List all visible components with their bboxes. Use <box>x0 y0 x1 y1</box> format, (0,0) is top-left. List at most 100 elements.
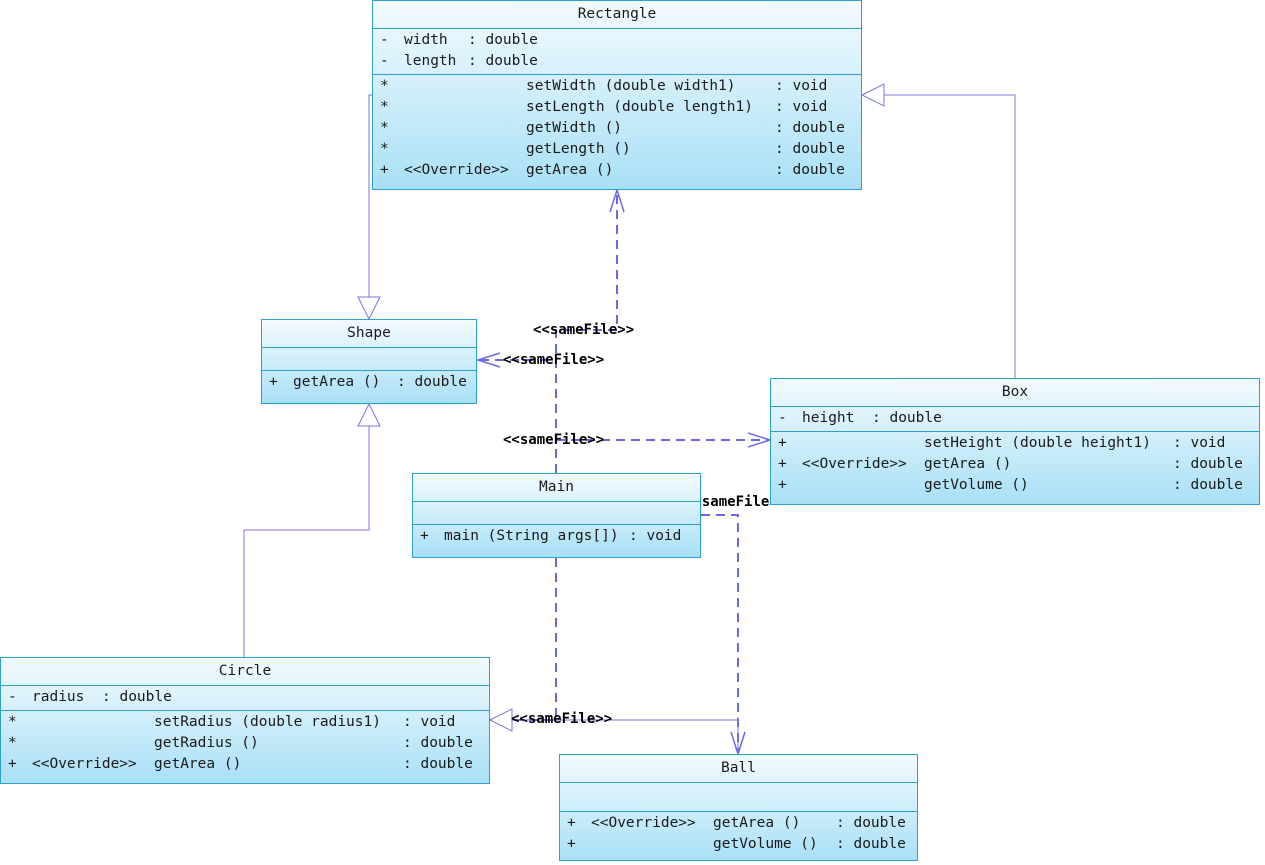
visibility: + <box>778 477 787 493</box>
attribute-type: : double <box>102 689 172 705</box>
operation-row: + getVolume () : double <box>560 834 917 855</box>
visibility: - <box>8 689 17 705</box>
class-circle[interactable]: Circle - radius : double * setRadius (do… <box>0 657 490 784</box>
operation-signature: getArea () <box>713 815 801 831</box>
operation-row: * getRadius () : double <box>1 733 489 754</box>
class-name: Main <box>413 474 700 502</box>
dependency-label-main-box: <<sameFile>> <box>503 432 605 448</box>
dependency-main-rectangle <box>555 192 618 473</box>
stereotype: <<Override>> <box>32 756 137 772</box>
operations-section: + getArea () : double <box>262 371 476 395</box>
return-type: : double <box>1173 456 1243 472</box>
attributes-section: - height : double <box>771 407 1259 432</box>
attribute-type: : double <box>872 410 942 426</box>
attributes-section <box>413 502 700 525</box>
dependency-main-circle <box>492 558 557 721</box>
operation-row: + main (String args[]) : void <box>413 526 700 547</box>
operation-row: + <<Override>> getArea () : double <box>771 454 1259 475</box>
class-name: Box <box>771 379 1259 407</box>
visibility: + <box>269 374 278 390</box>
dependency-main-ball <box>701 514 739 752</box>
return-type: : double <box>397 374 467 390</box>
operation-row: * setRadius (double radius1) : void <box>1 712 489 733</box>
dependency-arrowhead <box>609 187 625 213</box>
class-ball[interactable]: Ball + <<Override>> getArea () : double … <box>559 754 918 861</box>
class-name: Circle <box>1 658 489 686</box>
class-box[interactable]: Box - height : double + setHeight (doubl… <box>770 378 1260 505</box>
return-type: : double <box>403 756 473 772</box>
generalization-arrowhead <box>357 402 381 427</box>
return-type: : void <box>775 78 828 94</box>
visibility: + <box>380 162 389 178</box>
attributes-section <box>262 348 476 371</box>
operation-row: + getArea () : double <box>262 372 476 393</box>
generalization-ball-circle <box>512 719 739 754</box>
operation-row: * setWidth (double width1) : void <box>373 76 861 97</box>
attributes-section: - radius : double <box>1 686 489 711</box>
operation-signature: getArea () <box>293 374 381 390</box>
generalization-rectangle-shape <box>368 94 372 297</box>
attribute-name: height <box>802 410 855 426</box>
return-type: : double <box>836 836 906 852</box>
visibility: - <box>380 53 389 69</box>
operations-section: * setRadius (double radius1) : void * ge… <box>1 711 489 777</box>
stereotype <box>404 118 526 139</box>
class-main[interactable]: Main + main (String args[]) : void <box>412 473 701 558</box>
visibility: * <box>380 99 389 115</box>
visibility: * <box>380 141 389 157</box>
dependency-label-main-shape: <<sameFile>> <box>503 352 605 368</box>
stereotype <box>404 76 526 97</box>
class-name: Shape <box>262 320 476 348</box>
dependency-label-main-circle: <<sameFile>> <box>511 711 613 727</box>
return-type: : double <box>775 162 845 178</box>
stereotype: <<Override>> <box>802 456 907 472</box>
operation-row: + getVolume () : double <box>771 475 1259 496</box>
attributes-section <box>560 783 917 812</box>
dependency-label-main-ball: <<sameFile>> <box>685 494 787 510</box>
generalization-arrowhead <box>488 708 513 732</box>
generalization-arrowhead <box>357 296 381 321</box>
return-type: : double <box>403 735 473 751</box>
operation-signature: getLength () <box>526 141 631 157</box>
operations-section: + setHeight (double height1) : void + <<… <box>771 432 1259 498</box>
return-type: : void <box>775 99 828 115</box>
attribute-name: radius <box>32 689 85 705</box>
stereotype <box>404 139 526 160</box>
operation-signature: getArea () <box>924 456 1012 472</box>
attribute-type: : double <box>468 32 538 48</box>
operation-signature: getWidth () <box>526 120 623 136</box>
operation-signature: getArea () <box>526 162 614 178</box>
operation-row: * getLength () : double <box>373 139 861 160</box>
operation-signature: getVolume () <box>924 477 1029 493</box>
operations-section: + main (String args[]) : void <box>413 525 700 549</box>
operation-signature: setLength (double length1) <box>526 99 753 115</box>
stereotype <box>404 97 526 118</box>
operation-signature: getArea () <box>154 756 242 772</box>
operation-row: * setLength (double length1) : void <box>373 97 861 118</box>
dependency-arrowhead <box>475 352 501 368</box>
class-shape[interactable]: Shape + getArea () : double <box>261 319 477 404</box>
operation-row: + setHeight (double height1) : void <box>771 433 1259 454</box>
return-type: : double <box>1173 477 1243 493</box>
class-name: Rectangle <box>373 1 861 29</box>
dependency-main-shape <box>479 359 557 473</box>
return-type: : void <box>403 714 456 730</box>
attribute-row: - length : double <box>373 51 861 72</box>
class-rectangle[interactable]: Rectangle - width : double - length : do… <box>372 0 862 190</box>
stereotype <box>32 733 154 754</box>
return-type: : double <box>836 815 906 831</box>
visibility: + <box>567 815 576 831</box>
visibility: + <box>567 836 576 852</box>
operation-signature: setRadius (double radius1) <box>154 714 381 730</box>
operation-row: + <<Override>> getArea () : double <box>373 160 861 181</box>
visibility: * <box>8 735 17 751</box>
stereotype <box>32 712 154 733</box>
attribute-name: width <box>404 32 448 48</box>
operation-signature: setHeight (double height1) <box>924 435 1151 451</box>
attribute-type: : double <box>468 53 538 69</box>
generalization-box-rectangle <box>884 94 1016 378</box>
return-type: : void <box>1173 435 1226 451</box>
stereotype <box>802 475 924 496</box>
visibility: + <box>8 756 17 772</box>
return-type: : double <box>775 141 845 157</box>
